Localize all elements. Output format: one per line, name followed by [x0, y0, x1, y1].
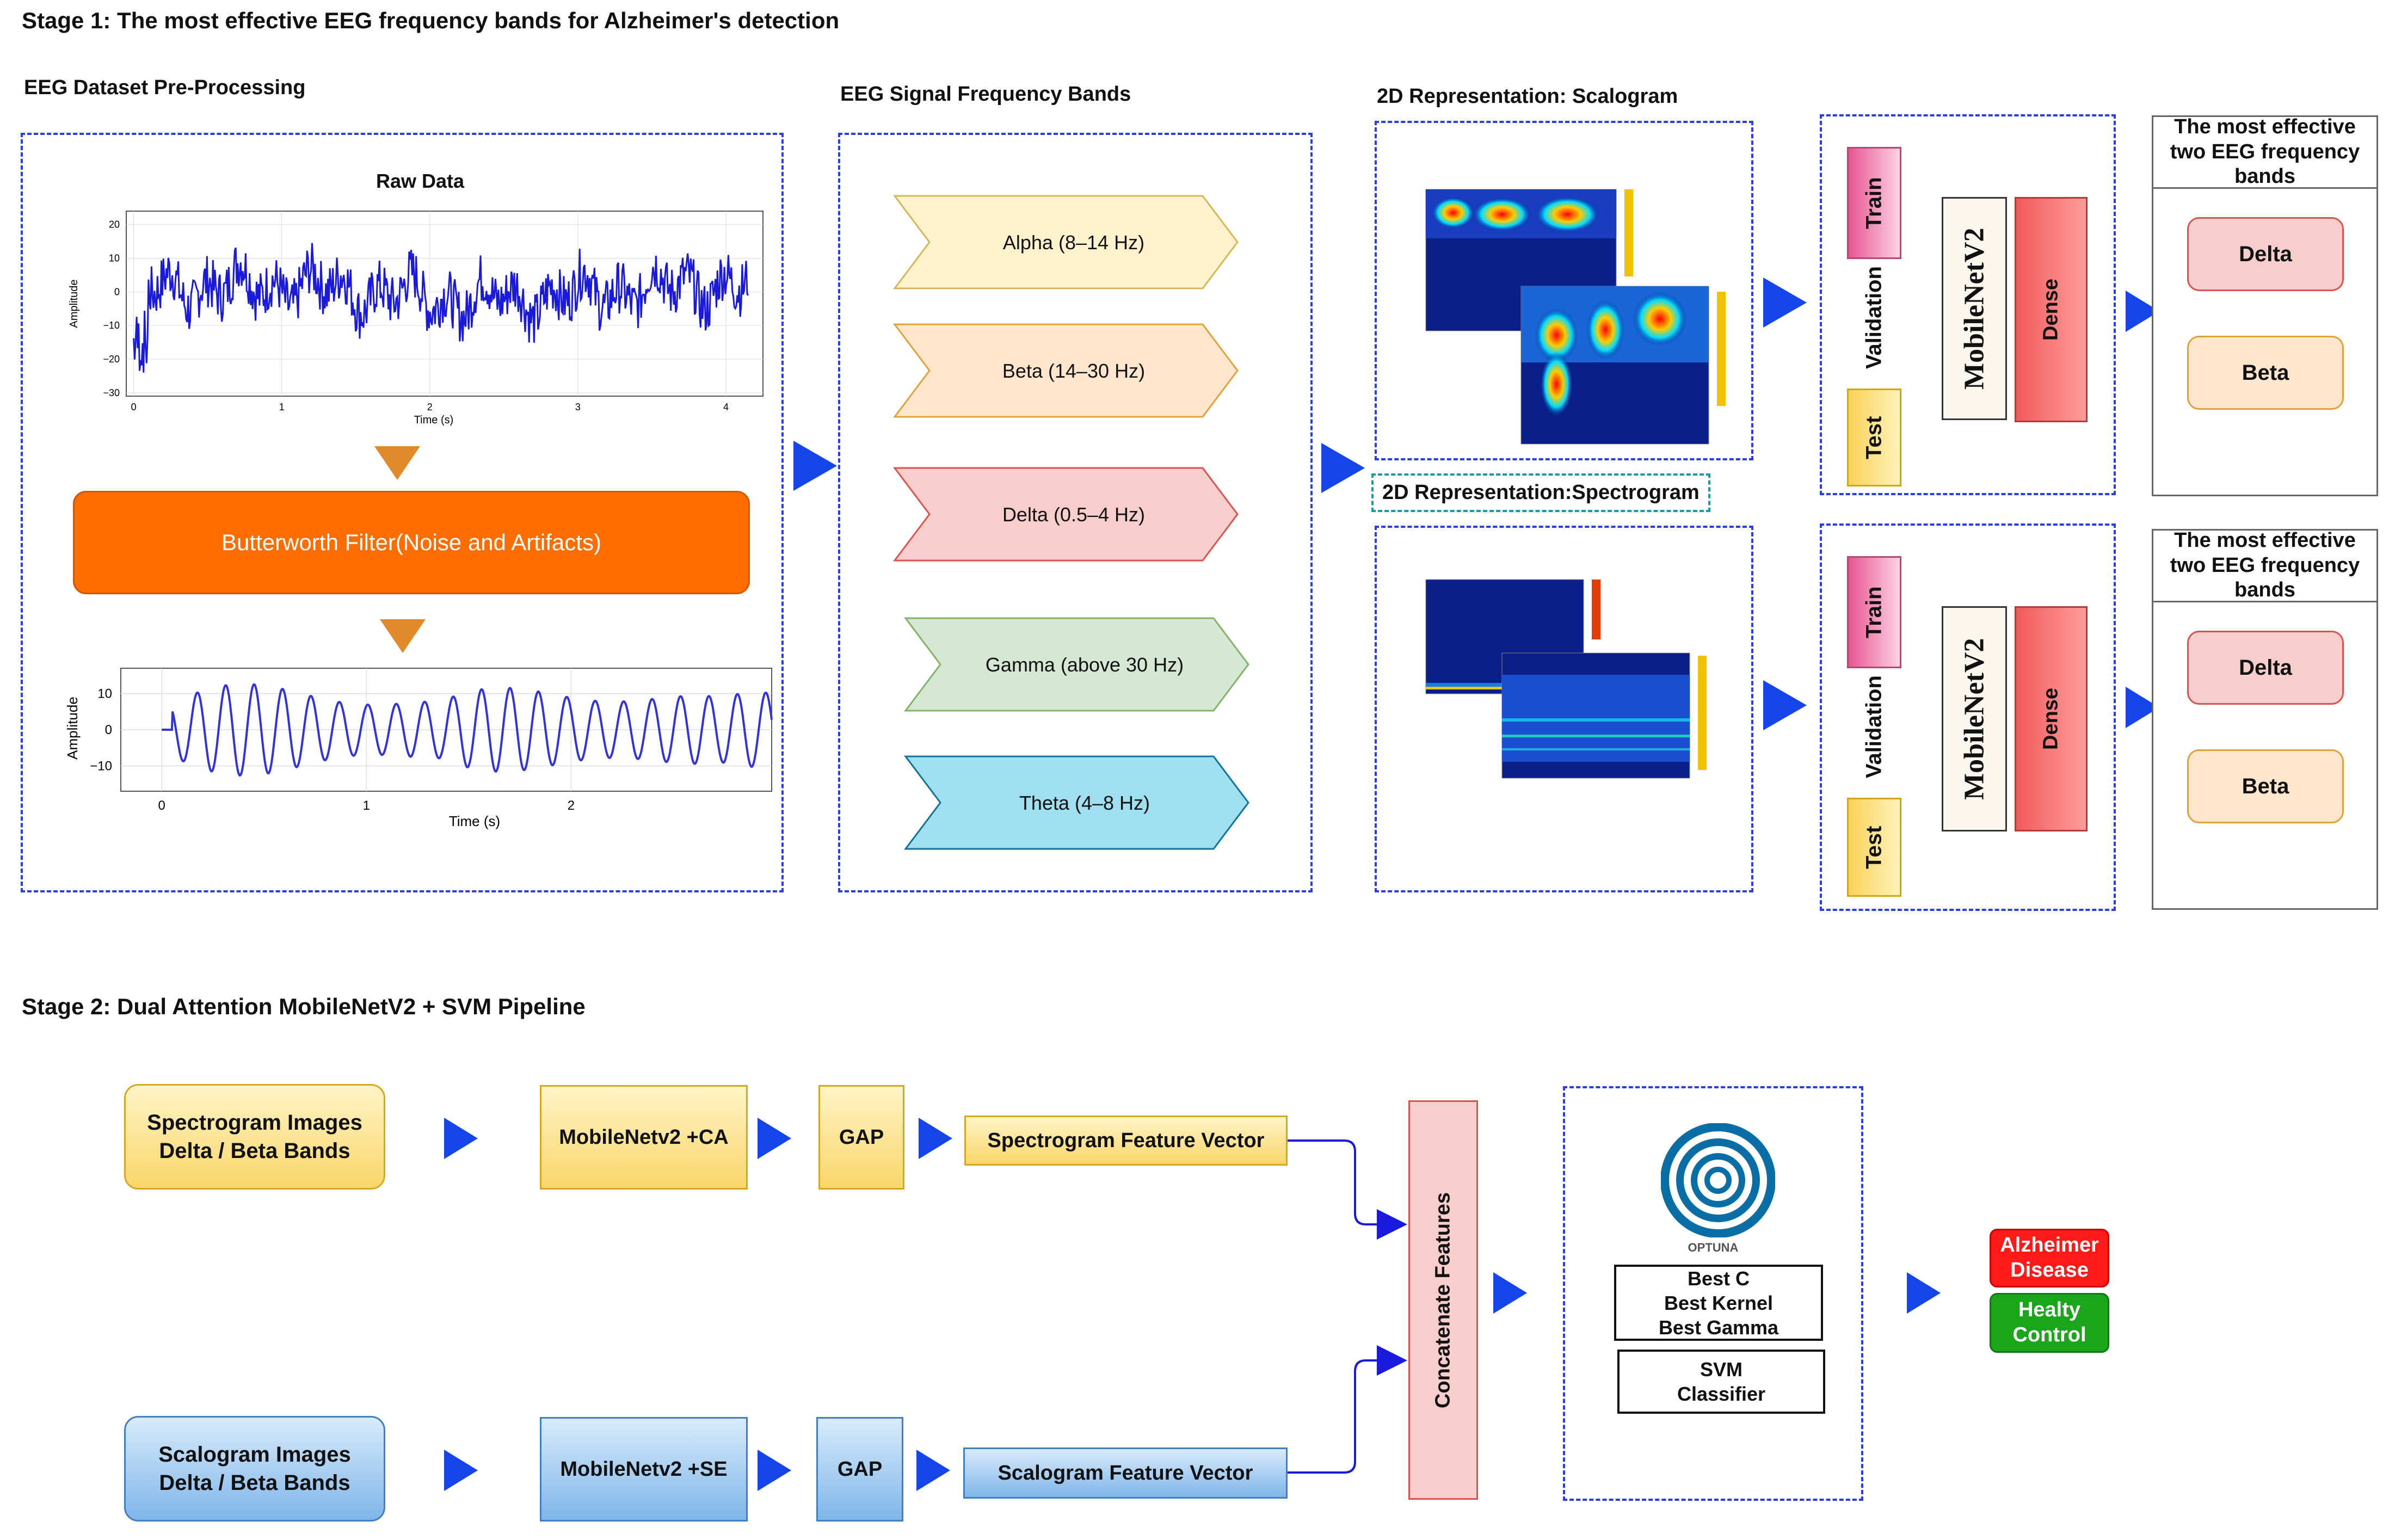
- band-label: Theta (4–8 Hz): [1019, 792, 1150, 814]
- arrow-s2-3: [919, 1118, 952, 1159]
- scalogram-panel: [1375, 121, 1753, 460]
- raw-y-tick: 0: [114, 286, 120, 297]
- band-chevron: [903, 617, 1249, 712]
- arrow-to-model-2: [1763, 680, 1807, 730]
- bands-panel: Alpha (8–14 Hz) Beta (14–30 Hz) Delta (0.5…: [838, 133, 1313, 892]
- filtered-x-tick: 1: [363, 798, 370, 813]
- svm-panel: OPTUNA Best C Best Kernel Best Gamma SVM…: [1563, 1086, 1863, 1501]
- band-chevron: [903, 755, 1249, 850]
- scalogram-input-box: Scalogram Images Delta / Beta Bands: [124, 1416, 385, 1521]
- scalogram-title: 2D Representation: Scalogram: [1377, 85, 1678, 108]
- raw-y-ticks: 20 10 0 −10 −20 −30: [103, 219, 120, 398]
- raw-data-plot: 20 10 0 −10 −20 −30 0 1 2 3 4 Time (s) Amplitude: [68, 211, 764, 426]
- raw-y-tick: −10: [103, 320, 120, 331]
- raw-x-tick: 1: [279, 402, 285, 412]
- best-params-box: Best C Best Kernel Best Gamma: [1614, 1265, 1823, 1341]
- band-label: Beta (14–30 Hz): [1002, 360, 1145, 382]
- filtered-x-tick: 2: [568, 798, 575, 813]
- filtered-x-label: Time (s): [449, 813, 500, 829]
- output-alzheimer-box: Alzheimer Disease: [1990, 1229, 2109, 1288]
- scalogram-gap-box: GAP: [816, 1417, 903, 1521]
- raw-signal-line: [133, 243, 749, 373]
- filtered-y-label: Amplitude: [64, 697, 81, 760]
- spectrogram-title: 2D Representation:Spectrogram: [1371, 473, 1710, 512]
- result-beta-1: Beta: [2187, 336, 2344, 410]
- arrow-s2-5: [758, 1450, 791, 1491]
- raw-x-tick: 4: [723, 402, 729, 412]
- optuna-logo-icon: [1661, 1123, 1775, 1237]
- raw-x-label: Time (s): [414, 414, 454, 426]
- raw-y-tick: −30: [103, 387, 120, 398]
- result-beta-2: Beta: [2187, 749, 2344, 823]
- stage2-title: Stage 2: Dual Attention MobileNetV2 + SV…: [22, 994, 586, 1019]
- raw-x-tick: 3: [575, 402, 581, 412]
- arrow-s2-6: [916, 1450, 950, 1491]
- raw-x-ticks: 0 1 2 3 4: [131, 402, 729, 412]
- stage1-title: Stage 1: The most effective EEG frequenc…: [22, 8, 840, 33]
- result-delta-2: Delta: [2187, 631, 2344, 705]
- filtered-signal-line: [162, 683, 773, 777]
- filtered-y-tick: −10: [90, 759, 112, 773]
- filtered-data-plot: 10 0 −10 0 1 2 Time (s) Amplitude: [64, 668, 773, 829]
- raw-x-tick: 2: [427, 402, 433, 412]
- arrow-to-svm: [1493, 1272, 1527, 1314]
- bands-chevrons: Alpha (8–14 Hz) Beta (14–30 Hz) Delta (0.5…: [892, 195, 1249, 850]
- arrow-to-output: [1907, 1272, 1941, 1314]
- spectrogram-model-box: MobileNetv2 +CA: [540, 1085, 748, 1190]
- raw-y-tick: 10: [109, 253, 120, 264]
- result-title-1: The most effective two EEG frequency ban…: [2153, 115, 2376, 189]
- filtered-x-tick: 0: [158, 798, 165, 813]
- filtered-y-ticks: 10 0 −10: [90, 687, 112, 774]
- scalogram-connector: [1288, 1345, 1407, 1474]
- raw-y-tick: 20: [109, 219, 120, 230]
- band-chevron: [892, 323, 1239, 418]
- scalogram-vector-box: Scalogram Feature Vector: [963, 1447, 1288, 1499]
- concatenate-box: Concatenate Features: [1408, 1100, 1478, 1500]
- spectrogram-gap-box: GAP: [818, 1085, 904, 1190]
- scalogram-images: [1425, 189, 1726, 445]
- band-label: Alpha (8–14 Hz): [1003, 231, 1144, 254]
- butterworth-filter-box: Butterworth Filter(Noise and Artifacts): [73, 491, 750, 594]
- raw-x-tick: 0: [131, 402, 137, 412]
- result-delta-1: Delta: [2187, 217, 2344, 291]
- down-arrow-2: [380, 619, 426, 653]
- arrow-s2-2: [758, 1118, 791, 1159]
- filtered-y-tick: 10: [97, 687, 112, 701]
- filtered-y-tick: 0: [105, 723, 112, 737]
- spectrogram-input-box: Spectrogram Images Delta / Beta Bands: [124, 1084, 385, 1190]
- arrow-s2-4: [444, 1450, 478, 1491]
- optuna-label: OPTUNA: [1688, 1241, 1739, 1254]
- band-chevron: [892, 467, 1239, 562]
- arrow-to-bands: [793, 441, 837, 491]
- raw-y-tick: −20: [103, 354, 120, 365]
- band-label: Gamma (above 30 Hz): [986, 654, 1184, 676]
- model-block-2: Train Validation Test MobileNetV2 Dense: [1820, 523, 2116, 911]
- preprocessing-title: EEG Dataset Pre-Processing: [24, 76, 306, 99]
- spectrogram-images: [1425, 579, 1707, 779]
- raw-plot-title: Raw Data: [375, 170, 465, 192]
- spectrogram-connector: [1288, 1139, 1407, 1240]
- raw-y-label: Amplitude: [68, 280, 80, 328]
- spectrogram-panel: [1375, 526, 1753, 892]
- svm-classifier-box: SVM Classifier: [1617, 1350, 1825, 1414]
- result-box-1: The most effective two EEG frequency ban…: [2152, 115, 2378, 496]
- down-arrow-1: [374, 446, 420, 480]
- band-chevron: [892, 195, 1239, 289]
- scalogram-model-box: MobileNetv2 +SE: [540, 1417, 748, 1521]
- result-title-2: The most effective two EEG frequency ban…: [2153, 529, 2376, 602]
- arrow-s2-1: [444, 1118, 478, 1159]
- arrow-to-model-1: [1763, 278, 1807, 328]
- band-label: Delta (0.5–4 Hz): [1002, 503, 1145, 526]
- output-healthy-box: Healty Control: [1990, 1293, 2109, 1353]
- arrow-to-2d: [1321, 443, 1365, 493]
- result-box-2: The most effective two EEG frequency ban…: [2152, 529, 2378, 910]
- bands-title: EEG Signal Frequency Bands: [840, 83, 1131, 106]
- model-block-1: Train Validation Test MobileNetV2 Dense: [1820, 114, 2116, 495]
- spectrogram-vector-box: Spectrogram Feature Vector: [964, 1116, 1288, 1166]
- filtered-x-ticks: 0 1 2: [158, 798, 575, 813]
